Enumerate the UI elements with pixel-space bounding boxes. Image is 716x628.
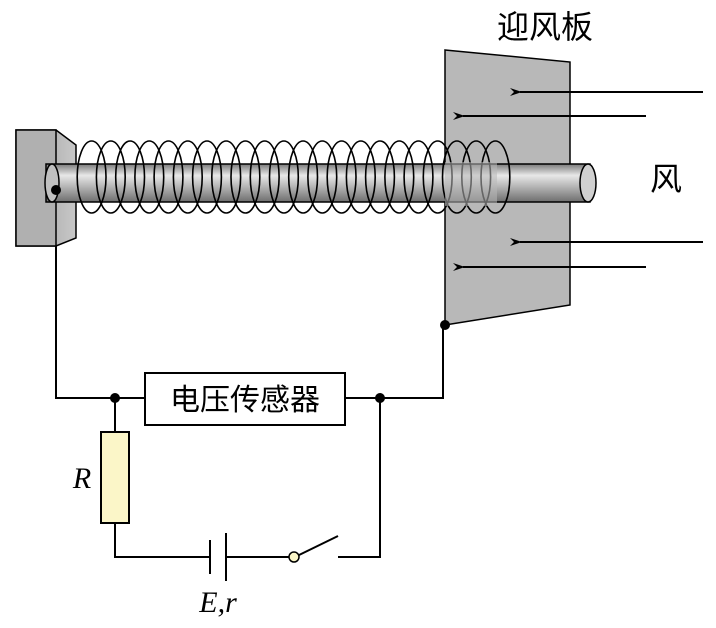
voltage-sensor-box bbox=[144, 372, 346, 426]
wind-label: 风 bbox=[650, 160, 682, 198]
spring-turn bbox=[249, 140, 280, 214]
spring-turn bbox=[287, 140, 319, 214]
battery bbox=[209, 533, 227, 581]
spring-turn bbox=[76, 140, 107, 214]
board-label: 迎风板 bbox=[497, 8, 593, 46]
metal-rod bbox=[44, 163, 597, 203]
spring-turn bbox=[211, 140, 242, 214]
spring-turn bbox=[153, 140, 184, 214]
wall-mount-front bbox=[15, 129, 57, 247]
board-overlap bbox=[445, 162, 497, 206]
resistor-label: R bbox=[72, 462, 91, 495]
wire-resistor-to-battery bbox=[114, 523, 210, 558]
spring-turn bbox=[230, 140, 261, 214]
resistor bbox=[100, 431, 130, 524]
spring-turn bbox=[364, 140, 396, 214]
spring-turn bbox=[114, 140, 146, 214]
spring-turn bbox=[403, 140, 434, 214]
voltage-sensor-label: 电压传感器 bbox=[170, 383, 320, 418]
wire-switch-return bbox=[338, 398, 381, 558]
junction-dot-left bbox=[110, 393, 120, 403]
spring-turn bbox=[326, 140, 357, 214]
contact-dot-left bbox=[51, 185, 61, 195]
wind-arrows bbox=[453, 88, 703, 271]
source-label: E,r bbox=[198, 586, 237, 619]
spring-turn bbox=[191, 140, 223, 214]
spring-turn bbox=[95, 140, 127, 214]
wire-right-top bbox=[345, 325, 444, 399]
spring-turn bbox=[134, 140, 165, 214]
spring-turn bbox=[345, 140, 376, 214]
spring-turn bbox=[307, 140, 338, 214]
contact-dot-board bbox=[440, 320, 450, 330]
spring-turn bbox=[172, 140, 204, 214]
spring-turn bbox=[268, 140, 300, 214]
junction-dot-right bbox=[375, 393, 385, 403]
spring-turn bbox=[384, 140, 415, 214]
switch bbox=[288, 535, 339, 563]
spring-coil bbox=[76, 140, 511, 214]
